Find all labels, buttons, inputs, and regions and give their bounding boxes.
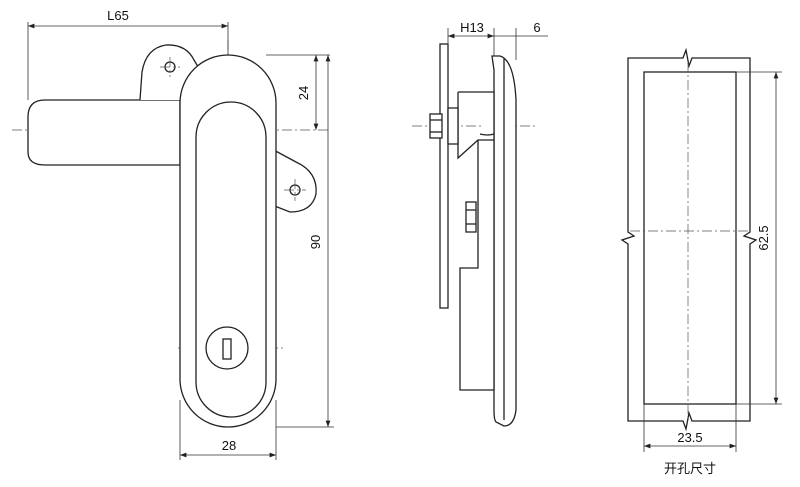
- side-view: H13 6: [412, 20, 548, 427]
- mounting-plate: [439, 43, 449, 309]
- top-bolt-head: [429, 113, 443, 139]
- housing-body: [458, 91, 495, 391]
- cutout-view: 62.5 23.5 开孔尺寸: [620, 47, 782, 477]
- cutout-caption: 开孔尺寸: [664, 462, 716, 477]
- front-view: L65 24 90 28: [12, 8, 334, 460]
- dim-h13-label: H13: [460, 20, 484, 35]
- dim-28-label: 28: [222, 438, 236, 453]
- dim-24-label: 24: [296, 86, 311, 100]
- cutout-inner-rect: [643, 71, 737, 405]
- dim-625-label: 62.5: [756, 225, 771, 250]
- housing-step: [479, 133, 495, 136]
- handle-body-outer: [179, 54, 277, 428]
- dim-90-label: 90: [308, 235, 323, 249]
- key-cylinder: [205, 326, 249, 370]
- side-ear: [269, 147, 317, 213]
- middle-bolt: [465, 201, 477, 233]
- cutout-outer-frame: [620, 47, 758, 432]
- dim-6-label: 6: [533, 20, 540, 35]
- dim-l65-label: L65: [107, 8, 129, 23]
- dim-235-label: 23.5: [677, 430, 702, 445]
- keyhole-slot: [222, 338, 232, 360]
- top-bolt-nut: [447, 107, 459, 145]
- handle-body-inner: [195, 101, 267, 418]
